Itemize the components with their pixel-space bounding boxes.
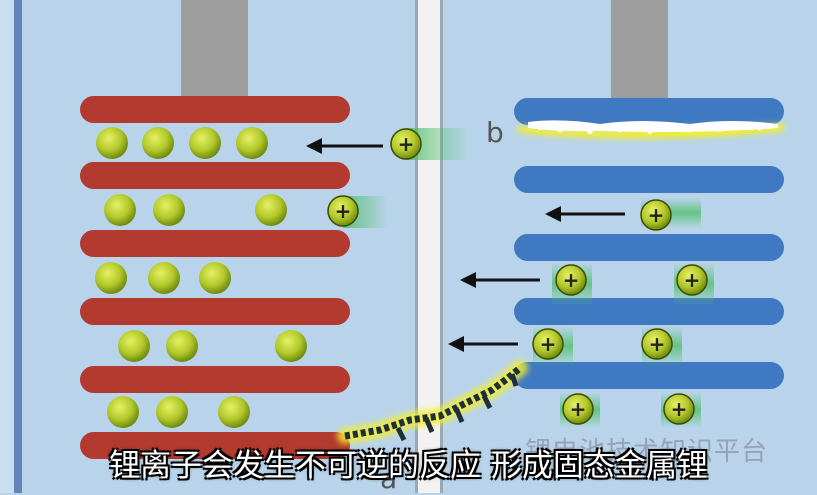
svg-text:+: +	[684, 268, 701, 292]
svg-text:+: +	[540, 332, 557, 356]
anode-layers	[514, 98, 784, 389]
intercalated-ions	[95, 127, 307, 428]
lithium-dendrite	[337, 360, 528, 444]
ion-plus-icon: +	[562, 393, 594, 425]
svg-text:+: +	[570, 397, 587, 421]
svg-text:+: +	[648, 203, 665, 227]
ion-plus-icon: +	[532, 328, 564, 360]
svg-text:+: +	[563, 268, 580, 292]
ion-plus-icon: +	[640, 199, 672, 231]
label-a: a	[380, 462, 398, 495]
svg-text:+: +	[649, 332, 666, 356]
ion-plus-icon: +	[327, 195, 359, 227]
moving-ions: + + + + + + + + +	[327, 128, 708, 425]
lithium-plating-deposit	[518, 120, 784, 139]
watermark: 锂电池技术知识平台	[525, 437, 769, 467]
left-arrow-icon	[460, 272, 540, 288]
left-container-wall	[14, 0, 22, 493]
ion-plus-icon: +	[555, 264, 587, 296]
left-arrow-icon	[545, 206, 625, 222]
label-b: b	[486, 116, 504, 149]
anode-collector	[611, 0, 668, 98]
left-arrow-icon	[306, 138, 383, 154]
ion-trails	[343, 128, 714, 428]
svg-text:+: +	[398, 132, 415, 156]
cathode-collector	[181, 0, 248, 98]
ion-plus-icon: +	[663, 393, 695, 425]
left-arrow-icon	[448, 336, 518, 352]
svg-text:+: +	[335, 199, 352, 223]
svg-text:+: +	[671, 397, 688, 421]
ion-plus-icon: +	[676, 264, 708, 296]
ion-plus-icon: +	[641, 328, 673, 360]
ion-plus-icon: +	[390, 128, 422, 160]
cathode-layers	[80, 96, 350, 459]
migration-arrows	[306, 138, 625, 352]
video-subtitle: 锂离子会发生不可逆的反应 形成固态金属锂	[109, 448, 708, 484]
